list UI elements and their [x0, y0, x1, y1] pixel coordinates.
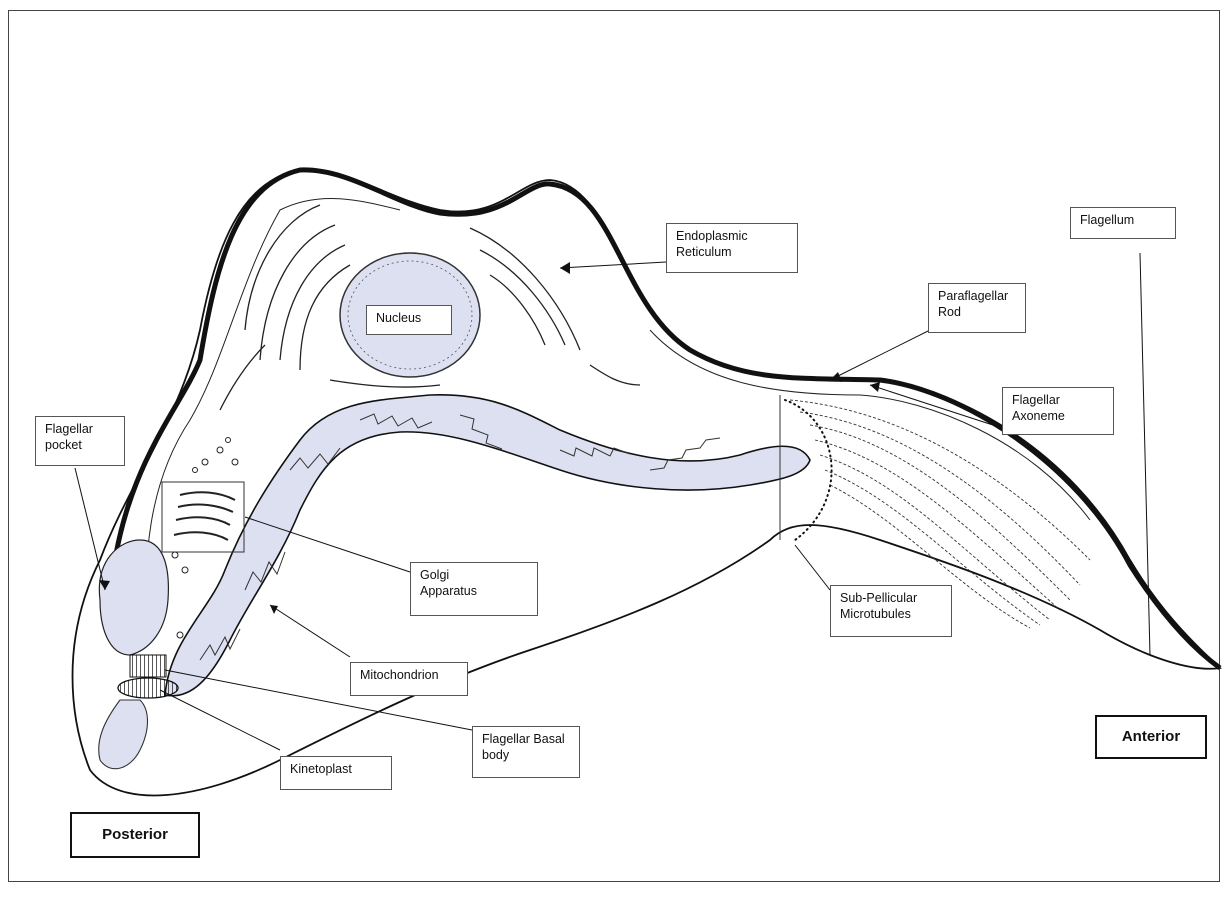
label-flagellar-basal-body: Flagellar Basal body: [472, 726, 580, 778]
label-golgi-apparatus: Golgi Apparatus: [410, 562, 538, 616]
label-paraflagellar-rod: Paraflagellar Rod: [928, 283, 1026, 333]
label-flagellar-axoneme: Flagellar Axoneme: [1002, 387, 1114, 435]
label-mitochondrion: Mitochondrion: [350, 662, 468, 696]
label-kinetoplast: Kinetoplast: [280, 756, 392, 790]
label-anterior: Anterior: [1095, 715, 1207, 759]
label-posterior: Posterior: [70, 812, 200, 858]
label-sub-pellicular-microtubules: Sub-Pellicular Microtubules: [830, 585, 952, 637]
label-endoplasmic-reticulum: Endoplasmic Reticulum: [666, 223, 798, 273]
label-nucleus: Nucleus: [366, 305, 452, 335]
basal-body-shape: [130, 655, 166, 677]
label-flagellum: Flagellum: [1070, 207, 1176, 239]
label-flagellar-pocket: Flagellar pocket: [35, 416, 125, 466]
